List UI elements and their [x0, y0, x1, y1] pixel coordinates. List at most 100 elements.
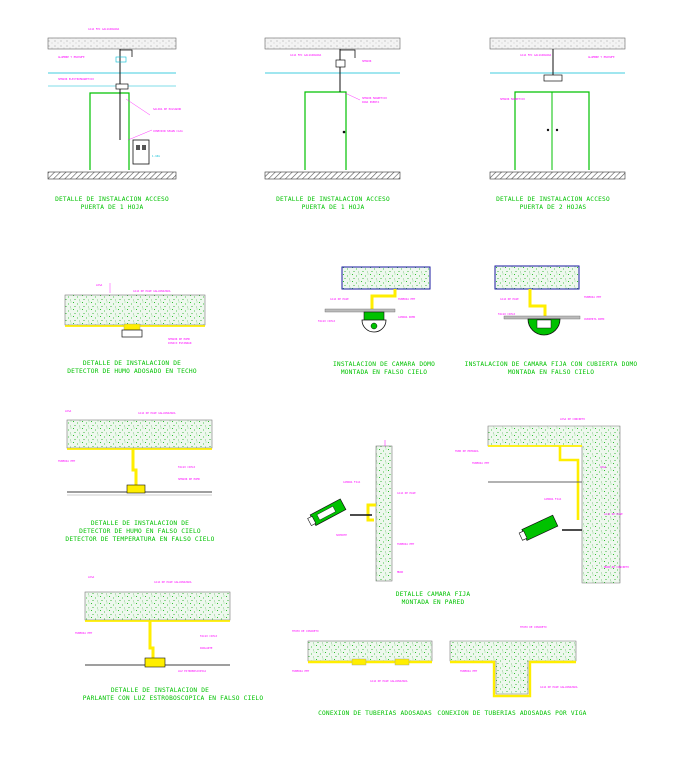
svg-text:VIGA: VIGA	[600, 465, 607, 469]
svg-text:TUBERIA EMT: TUBERIA EMT	[292, 669, 310, 673]
svg-text:CAJA FPC GALVANIZADA: CAJA FPC GALVANIZADA	[290, 53, 322, 57]
svg-text:CAMARA FIJA: CAMARA FIJA	[343, 480, 361, 484]
wall	[375, 445, 393, 582]
svg-text:TUBERIA EMT: TUBERIA EMT	[398, 297, 416, 301]
svg-text:FALSO CIELO: FALSO CIELO	[498, 312, 516, 316]
svg-text:SENSOR MAGNETICO: SENSOR MAGNETICO	[500, 97, 525, 101]
conduit	[558, 446, 580, 520]
svg-text:1.10m: 1.10m	[152, 154, 160, 158]
svg-text:CAMARA FIJA: CAMARA FIJA	[544, 497, 562, 501]
wall-camera	[307, 498, 347, 527]
svg-text:IONICO ESTANDAR: IONICO ESTANDAR	[168, 341, 192, 345]
conduit	[450, 660, 576, 698]
slab	[84, 591, 231, 621]
conduit	[131, 449, 138, 485]
caption-line-2: MONTADA EN FALSO CIELO	[341, 369, 427, 376]
svg-text:TUBERIA EMT: TUBERIA EMT	[460, 669, 478, 673]
caption-line-1: DETALLE DE INSTALACION DE	[91, 520, 189, 527]
slab	[264, 37, 401, 50]
svg-text:LOSA: LOSA	[65, 409, 72, 413]
svg-text:CAJA DE PASE GALVANIZADA: CAJA DE PASE GALVANIZADA	[370, 679, 408, 683]
svg-text:TUBERIA EMT: TUBERIA EMT	[58, 459, 76, 463]
beam	[487, 425, 621, 584]
svg-text:CAJA FPC GALVANIZADA: CAJA FPC GALVANIZADA	[520, 53, 552, 57]
svg-text:TECHO DE CONCRETO: TECHO DE CONCRETO	[520, 625, 547, 629]
detail-fixed-camera-dome-cover: CAJA DE PASE FALSO CIELO TUBERIA EMT CUB…	[465, 265, 637, 376]
svg-text:FALSO CIELO: FALSO CIELO	[200, 634, 218, 638]
caption-line-1: CONEXION DE TUBERIAS ADOSADAS	[318, 710, 432, 717]
svg-text:SENSOR DE HUMO: SENSOR DE HUMO	[178, 477, 200, 481]
slab	[64, 294, 206, 326]
svg-text:TUBO DE ENTRADA: TUBO DE ENTRADA	[455, 449, 479, 453]
svg-text:CAJA DE PASE GALVANIZADA: CAJA DE PASE GALVANIZADA	[154, 580, 192, 584]
floor	[264, 171, 401, 180]
svg-text:LUZ ESTROBOSCOPICA: LUZ ESTROBOSCOPICA	[178, 669, 207, 673]
svg-text:CAJA DE PASE GALVANIZADA: CAJA DE PASE GALVANIZADA	[540, 685, 578, 689]
svg-text:TUBERIA EMT: TUBERIA EMT	[75, 631, 93, 635]
detector	[126, 484, 146, 494]
svg-text:FALSO CIELO: FALSO CIELO	[318, 319, 336, 323]
svg-text:CONEXION SEGUN CAJA: CONEXION SEGUN CAJA	[153, 129, 183, 133]
caption-line-1: DETALLE DE INSTALACION DE	[111, 687, 209, 694]
slab	[307, 640, 433, 662]
detail-fixed-camera-wall: CAMARA FIJA CAJA DE PASE SOPORTE TUBERIA…	[307, 440, 471, 606]
caption-line-2: PUERTA DE 1 HOJA	[81, 204, 144, 211]
caption-line-1: DETALLE CAMARA FIJA	[396, 591, 471, 598]
caption-line-1: DETALLE DE INSTALACION ACCESO	[276, 196, 390, 203]
svg-text:SENSOR ELECTROMAGNETICO: SENSOR ELECTROMAGNETICO	[58, 77, 94, 81]
caption-line-2: PUERTA DE 2 HOJAS	[520, 204, 587, 211]
slab	[66, 419, 213, 449]
floor	[47, 171, 177, 180]
slab	[489, 37, 626, 50]
detail-smoke-detector-ceiling: LOSA CAJA DE PASE GALVANIZADA SENSOR DE …	[64, 283, 206, 375]
svg-text:MURO: MURO	[397, 570, 404, 574]
svg-text:CAJA DE PASE GALVANIZADA: CAJA DE PASE GALVANIZADA	[133, 289, 171, 293]
svg-text:LOSA: LOSA	[96, 283, 103, 287]
svg-text:TUBERIA EMT: TUBERIA EMT	[397, 542, 415, 546]
caption-line-2: DETECTOR DE HUMO ADOSADO EN TECHO	[67, 368, 197, 375]
caption-line-2: DETECTOR DE HUMO EN FALSO CIELO	[79, 528, 201, 535]
svg-text:SENSOR DE HUMO: SENSOR DE HUMO	[168, 337, 190, 341]
caption-line-2: PARLANTE CON LUZ ESTROBOSCOPICA EN FALSO…	[83, 695, 264, 702]
slab	[47, 37, 177, 50]
svg-text:CAJA DE PASE: CAJA DE PASE	[500, 297, 519, 301]
svg-text:CAJA DE PASE: CAJA DE PASE	[397, 491, 416, 495]
svg-text:CAJA DE PASE: CAJA DE PASE	[330, 297, 349, 301]
svg-text:CAJA FPC GALVANIZADA: CAJA FPC GALVANIZADA	[88, 27, 120, 31]
caption-line-1: DETALLE DE INSTALACION ACCESO	[496, 196, 610, 203]
detail-door-access-3: CAJA FPC GALVANIZADA ALAMBRE Y ENCHUFE S…	[489, 37, 626, 211]
detail-door-access-1: CAJA FPC GALVANIZADA ALAMBRE Y ENCHUFE S…	[47, 27, 183, 211]
detail-surface-conduit: TECHO DE CONCRETO TUBERIA EMT CAJA DE PA…	[292, 629, 433, 717]
svg-text:CAJA DE PASE: CAJA DE PASE	[604, 512, 623, 516]
beam-camera	[518, 514, 559, 541]
detail-fixed-camera-beam: LOSA DE CONCRETO TUBO DE ENTRADA TUBERIA…	[455, 417, 629, 584]
conduit	[528, 289, 547, 318]
svg-text:CUBIERTA DOMO: CUBIERTA DOMO	[584, 317, 605, 321]
conduit	[370, 289, 397, 320]
floor	[489, 171, 626, 180]
access-control-panel	[132, 139, 150, 165]
caption-line-1: INSTALACION DE CAMARA DOMO	[333, 361, 435, 368]
svg-text:ALAMBRE Y ENCHUFE: ALAMBRE Y ENCHUFE	[588, 55, 615, 59]
svg-text:TUBERIA EMT: TUBERIA EMT	[584, 295, 602, 299]
svg-text:SENSOR MAGNETICO: SENSOR MAGNETICO	[362, 96, 387, 100]
detail-detector-false-ceiling: LOSA CAJA DE PASE GALVANIZADA TUBERIA EM…	[58, 409, 214, 543]
svg-text:TUBERIA EMT: TUBERIA EMT	[472, 461, 490, 465]
svg-text:FALSO CIELO: FALSO CIELO	[178, 465, 196, 469]
detail-door-access-2: CAJA FPC GALVANIZADA SENSOR SENSOR MAGNE…	[264, 37, 401, 211]
svg-text:ALAMBRE Y ENCHUFE: ALAMBRE Y ENCHUFE	[58, 55, 85, 59]
caption-line-2: PUERTA DE 1 HOJA	[302, 204, 365, 211]
caption-line-1: DETALLE DE INSTALACION DE	[83, 360, 181, 367]
slab	[341, 266, 431, 290]
svg-text:LOSA: LOSA	[88, 575, 95, 579]
svg-text:CAMARA DOMO: CAMARA DOMO	[398, 315, 416, 319]
svg-text:LOSA DE CONCRETO: LOSA DE CONCRETO	[560, 417, 585, 421]
svg-text:SALIDA DE PULSADOR: SALIDA DE PULSADOR	[153, 107, 182, 111]
caption-line-2: MONTADA EN FALSO CIELO	[508, 369, 594, 376]
caption-line-3: DETECTOR DE TEMPERATURA EN FALSO CIELO	[65, 536, 214, 543]
smoke-detector	[121, 329, 143, 338]
svg-text:PARA PUERTA: PARA PUERTA	[362, 100, 380, 104]
conduit	[366, 503, 376, 522]
speaker-strobe	[144, 657, 166, 668]
